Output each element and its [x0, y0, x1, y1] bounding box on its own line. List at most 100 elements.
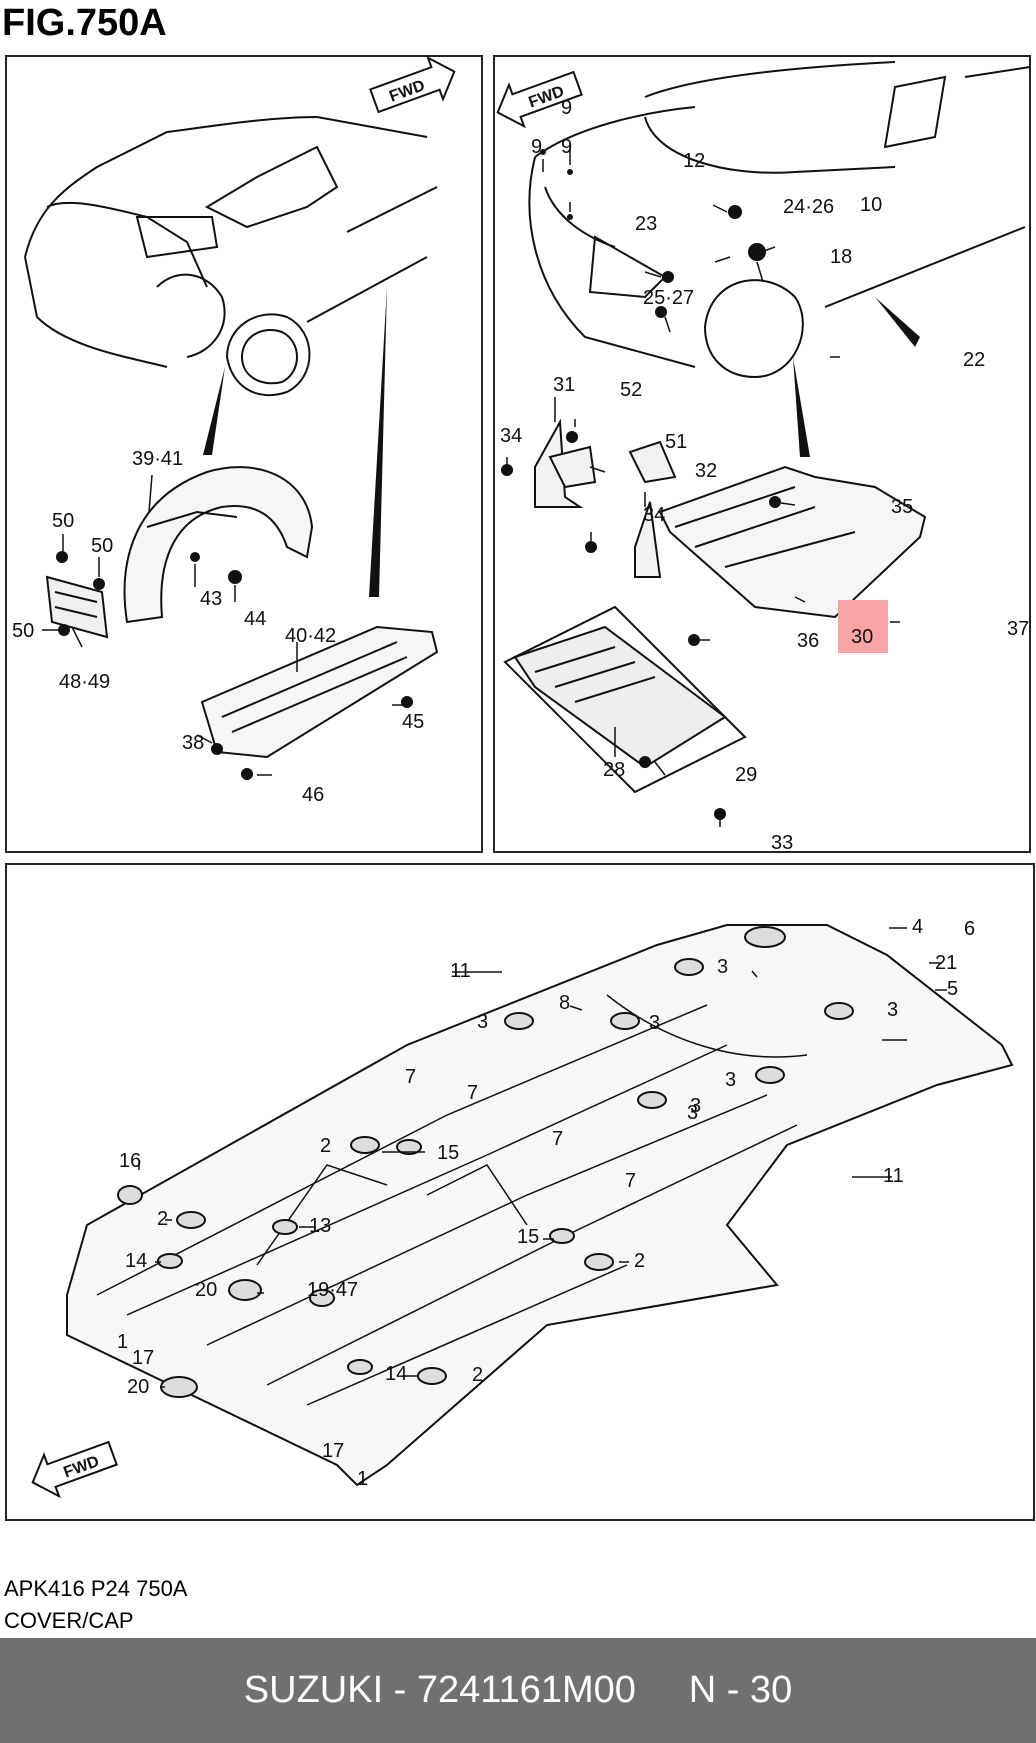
callout-label: 46 [302, 784, 324, 806]
callout-label: 9 [561, 136, 572, 158]
footer-bar: SUZUKI - 7241161M00 N - 30 [0, 1638, 1036, 1743]
callout-label: 44 [244, 608, 266, 630]
callout-label: 23 [635, 213, 657, 235]
callout-label: 5 [947, 978, 958, 1000]
callout-label: 11 [883, 1165, 904, 1187]
callout-label: 51 [665, 431, 687, 453]
callout-label: 35 [891, 496, 913, 518]
callout-label: 4 [912, 916, 923, 938]
leader-lines [506, 147, 900, 827]
callout-label: 32 [695, 460, 717, 482]
figure-title: FIG.750A [2, 2, 167, 44]
callout-label: 24·26 [783, 196, 834, 218]
panel-floor-drawing: FWD [31, 916, 1014, 1499]
callout-label: 3 [725, 1069, 736, 1091]
callout-label: 20 [127, 1376, 149, 1398]
part-code: APK416 P24 750A [4, 1576, 188, 1601]
callout-label: 9 [531, 136, 542, 158]
callout-label: 3 [690, 1095, 701, 1117]
front-panel-part [513, 625, 727, 769]
callout-label: 50 [12, 620, 34, 642]
floor-pan-outline [66, 924, 1014, 1487]
panel-front-right-drawing: FWD [496, 61, 1031, 854]
callout-label: 17 [322, 1440, 344, 1462]
callout-label: 2 [320, 1135, 331, 1157]
leader-wedge [369, 287, 387, 597]
callout-label: 2 [157, 1208, 168, 1230]
callout-label: 52 [620, 379, 642, 401]
callout-label: 13 [309, 1215, 331, 1237]
fwd-arrow-icon: FWD [31, 1440, 118, 1499]
callout-label: 14 [125, 1250, 147, 1272]
callout-label: 2 [634, 1250, 645, 1272]
callout-label: 8 [559, 992, 570, 1014]
callout-label: 14 [385, 1363, 407, 1385]
leader-lines [138, 927, 947, 1388]
callout-label: 34 [500, 425, 522, 447]
callout-label: 7 [625, 1170, 636, 1192]
callout-label: 12 [683, 150, 705, 172]
bracket-part [534, 418, 677, 578]
callout-label: 48·49 [59, 671, 110, 693]
bracket-part [45, 575, 109, 639]
callout-label: 3 [687, 1102, 698, 1124]
callout-label: 36 [797, 630, 819, 652]
footer-bar-text: SUZUKI - 7241161M00 N - 30 [243, 1669, 793, 1711]
callout-label: 33 [771, 832, 793, 854]
plug-group [117, 926, 854, 1398]
fastener-group [56, 551, 413, 780]
fastener-group [501, 149, 887, 820]
panel-front-left: FWD [5, 55, 483, 853]
panel-front-right: FWD [493, 55, 1031, 854]
callout-label: 7 [552, 1128, 563, 1150]
callout-label: 15 [517, 1226, 539, 1248]
highlight-box [838, 600, 888, 653]
fwd-arrow-icon: FWD [369, 57, 456, 114]
leader-wedge [203, 367, 225, 455]
callout-label: 3 [477, 1011, 488, 1033]
leader-wedge [875, 297, 920, 347]
engine-undercover-part [658, 465, 927, 619]
callout-label: 22 [963, 349, 985, 371]
callout-label: 10 [860, 194, 882, 216]
leader-wedge [793, 357, 810, 457]
callout-label: 50 [91, 535, 113, 557]
callout-label: 50 [52, 510, 74, 532]
callout-label: 3 [887, 999, 898, 1021]
callout-label: 1 [357, 1468, 368, 1490]
callout-label: 39·41 [132, 448, 183, 470]
callout-label: 34 [643, 504, 665, 526]
callout-label: 16 [119, 1150, 141, 1172]
callout-label: 18 [830, 246, 852, 268]
callout-label: 9 [561, 97, 572, 119]
callout-label: 21 [935, 952, 957, 974]
callout-label: 7 [467, 1082, 478, 1104]
callout-label: 20 [195, 1279, 217, 1301]
callout-label: 29 [735, 764, 757, 786]
callout-label: 25·27 [643, 287, 694, 309]
inset-box [503, 605, 747, 794]
callout-label: 7 [405, 1066, 416, 1088]
callout-label: 28 [603, 759, 625, 781]
floor-pan-detail [96, 994, 808, 1406]
callout-label: 38 [182, 732, 204, 754]
callout-label: 1 [117, 1331, 128, 1353]
callout-label: 30 [851, 626, 873, 648]
callout-label: 3 [717, 956, 728, 978]
callout-label: 11 [450, 960, 471, 982]
callout-label: 17 [132, 1347, 154, 1369]
callout-label: 45 [402, 711, 424, 733]
leader-lines [42, 474, 403, 776]
part-name: COVER/CAP [4, 1608, 134, 1633]
panel-floor: FWD [5, 863, 1035, 1521]
panel-front-left-drawing: FWD [12, 57, 456, 806]
callout-label: 31 [553, 374, 575, 396]
callout-label: 43 [200, 588, 222, 610]
callout-label: 15 [437, 1142, 459, 1164]
callout-label: 2 [472, 1364, 483, 1386]
callout-label: 37 [1007, 618, 1029, 640]
callout-label: 3 [649, 1012, 660, 1034]
callout-label: 6 [964, 918, 975, 940]
fender-liner-part [123, 466, 314, 624]
callout-label: 40·42 [285, 625, 336, 647]
